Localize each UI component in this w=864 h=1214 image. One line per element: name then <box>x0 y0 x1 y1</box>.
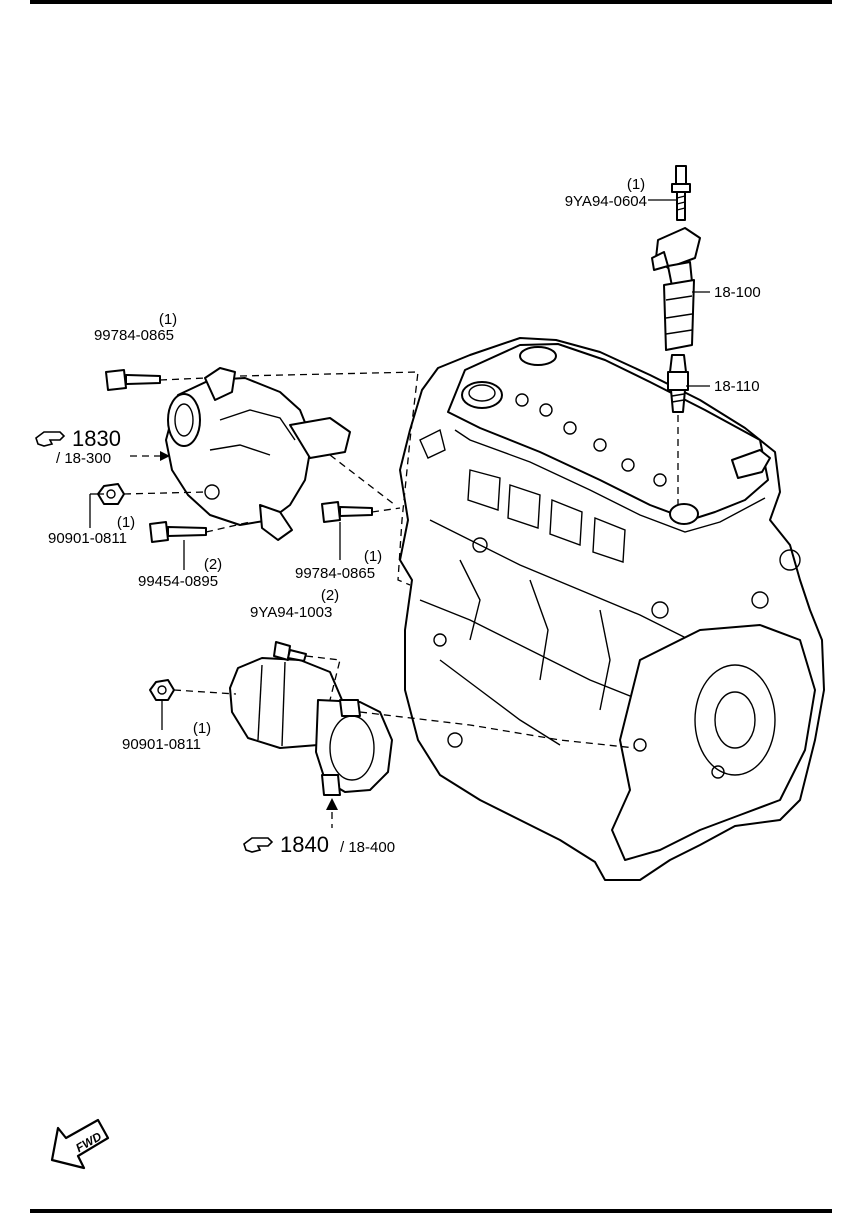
callout-starter-bolt: (2) 9YA94-1003 <box>250 587 339 621</box>
coil-bolt <box>671 165 691 221</box>
qty-label: (2) <box>204 556 222 573</box>
ref-number: 1840 <box>280 832 329 857</box>
ref-sub: / 18-400 <box>340 839 395 856</box>
spark-plug <box>667 354 689 413</box>
callout-spark-plug: 18-110 <box>714 378 760 395</box>
alt-bolt-top <box>105 369 161 391</box>
qty-label: (1) <box>193 720 211 737</box>
part-number: 90901-0811 <box>48 530 127 547</box>
callout-alt-bolt-low: (2) 99454-0895 <box>138 556 222 590</box>
ignition-coil <box>651 227 701 351</box>
alternator <box>165 367 351 541</box>
callout-starter-ref: 1840 / 18-400 <box>243 832 395 857</box>
qty-label: (1) <box>364 548 382 565</box>
part-number: 99784-0865 <box>295 565 375 582</box>
ref-sub: / 18-300 <box>56 450 111 467</box>
fwd-arrow-icon: FWD <box>50 1118 110 1170</box>
pointing-hand-icon <box>243 837 274 853</box>
part-number: 99454-0895 <box>138 573 218 590</box>
coil-wells <box>515 393 699 525</box>
starter-motor <box>229 657 393 796</box>
bottom-border <box>30 1209 832 1213</box>
alt-bolt-low <box>149 521 207 543</box>
part-number: 18-110 <box>714 378 760 395</box>
intake-ports <box>467 469 626 563</box>
engine-block <box>399 337 825 881</box>
callout-alt-bolt-top: (1) 99784-0865 <box>94 311 177 344</box>
callout-alt-nut: (1) 90901-0811 <box>48 514 135 547</box>
part-number: 9YA94-1003 <box>250 604 332 621</box>
starter-ref-arrowhead <box>326 798 338 810</box>
qty-label: (1) <box>627 176 645 193</box>
starter-nut <box>149 679 175 701</box>
ref-number: 1830 <box>72 426 121 451</box>
qty-label: (1) <box>117 514 135 531</box>
qty-label: (2) <box>321 587 339 604</box>
callout-coil: 18-100 <box>714 284 761 301</box>
callout-starter-nut: (1) 90901-0811 <box>122 720 211 753</box>
part-number: 99784-0865 <box>94 327 174 344</box>
callout-coil-bolt: (1) 9YA94-0604 <box>565 176 647 210</box>
part-number: 90901-0811 <box>122 736 201 753</box>
callout-alternator-ref: 1830 / 18-300 <box>35 426 121 467</box>
qty-label: (1) <box>159 311 177 328</box>
part-number: 9YA94-0604 <box>565 193 647 210</box>
top-border <box>30 0 832 4</box>
callout-alt-bolt-right: (1) 99784-0865 <box>295 548 382 582</box>
part-number: 18-100 <box>714 284 761 301</box>
starter-bolt <box>273 641 307 662</box>
alt-bolt-right <box>321 501 373 523</box>
pointing-hand-icon <box>35 431 66 447</box>
